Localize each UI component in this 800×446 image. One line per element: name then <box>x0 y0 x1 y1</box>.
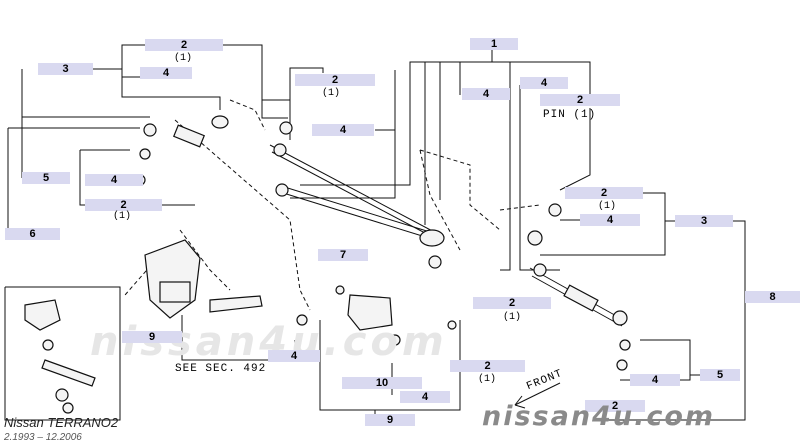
qty-label: (1) <box>598 201 617 212</box>
qty-label: (1) <box>174 53 193 64</box>
callout-9[interactable]: 9 <box>122 331 182 343</box>
callout-7[interactable]: 7 <box>318 249 368 261</box>
callout-4[interactable]: 4 <box>268 350 320 362</box>
qty-label: (1) <box>503 312 522 323</box>
pin-qty-label: PIN (1) <box>543 109 597 121</box>
callout-1[interactable]: 1 <box>470 38 518 50</box>
callout-4[interactable]: 4 <box>520 77 568 89</box>
callout-10[interactable]: 10 <box>342 377 422 389</box>
callout-4[interactable]: 4 <box>400 391 450 403</box>
callout-3[interactable]: 3 <box>675 215 733 227</box>
callout-2[interactable]: 2 <box>473 297 551 309</box>
callout-8[interactable]: 8 <box>745 291 800 303</box>
callout-2[interactable]: 2 <box>145 39 223 51</box>
callout-5[interactable]: 5 <box>700 369 740 381</box>
callout-4[interactable]: 4 <box>630 374 680 386</box>
callout-4[interactable]: 4 <box>140 67 192 79</box>
callout-5[interactable]: 5 <box>22 172 70 184</box>
callout-4[interactable]: 4 <box>462 88 510 100</box>
callout-2[interactable]: 2 <box>565 187 643 199</box>
qty-label: (1) <box>113 211 132 222</box>
callout-2[interactable]: 2 <box>295 74 375 86</box>
callout-4[interactable]: 4 <box>85 174 143 186</box>
callout-2[interactable]: 2 <box>450 360 525 372</box>
callout-2[interactable]: 2 <box>540 94 620 106</box>
qty-label: (1) <box>478 374 497 385</box>
see-section-note: SEE SEC. 492 <box>175 363 267 375</box>
site-logo: nissan4u.com <box>482 401 716 432</box>
callout-2[interactable]: 2 <box>585 400 645 412</box>
model-name: Nissan TERRANO2 <box>4 415 119 430</box>
callout-4[interactable]: 4 <box>312 124 374 136</box>
production-dates: 2.1993 – 12.2006 <box>4 432 82 443</box>
callout-9[interactable]: 9 <box>365 414 415 426</box>
callout-3[interactable]: 3 <box>38 63 93 75</box>
qty-label: (1) <box>322 88 341 99</box>
callout-6[interactable]: 6 <box>5 228 60 240</box>
callout-4[interactable]: 4 <box>580 214 640 226</box>
callout-2[interactable]: 2 <box>85 199 162 211</box>
